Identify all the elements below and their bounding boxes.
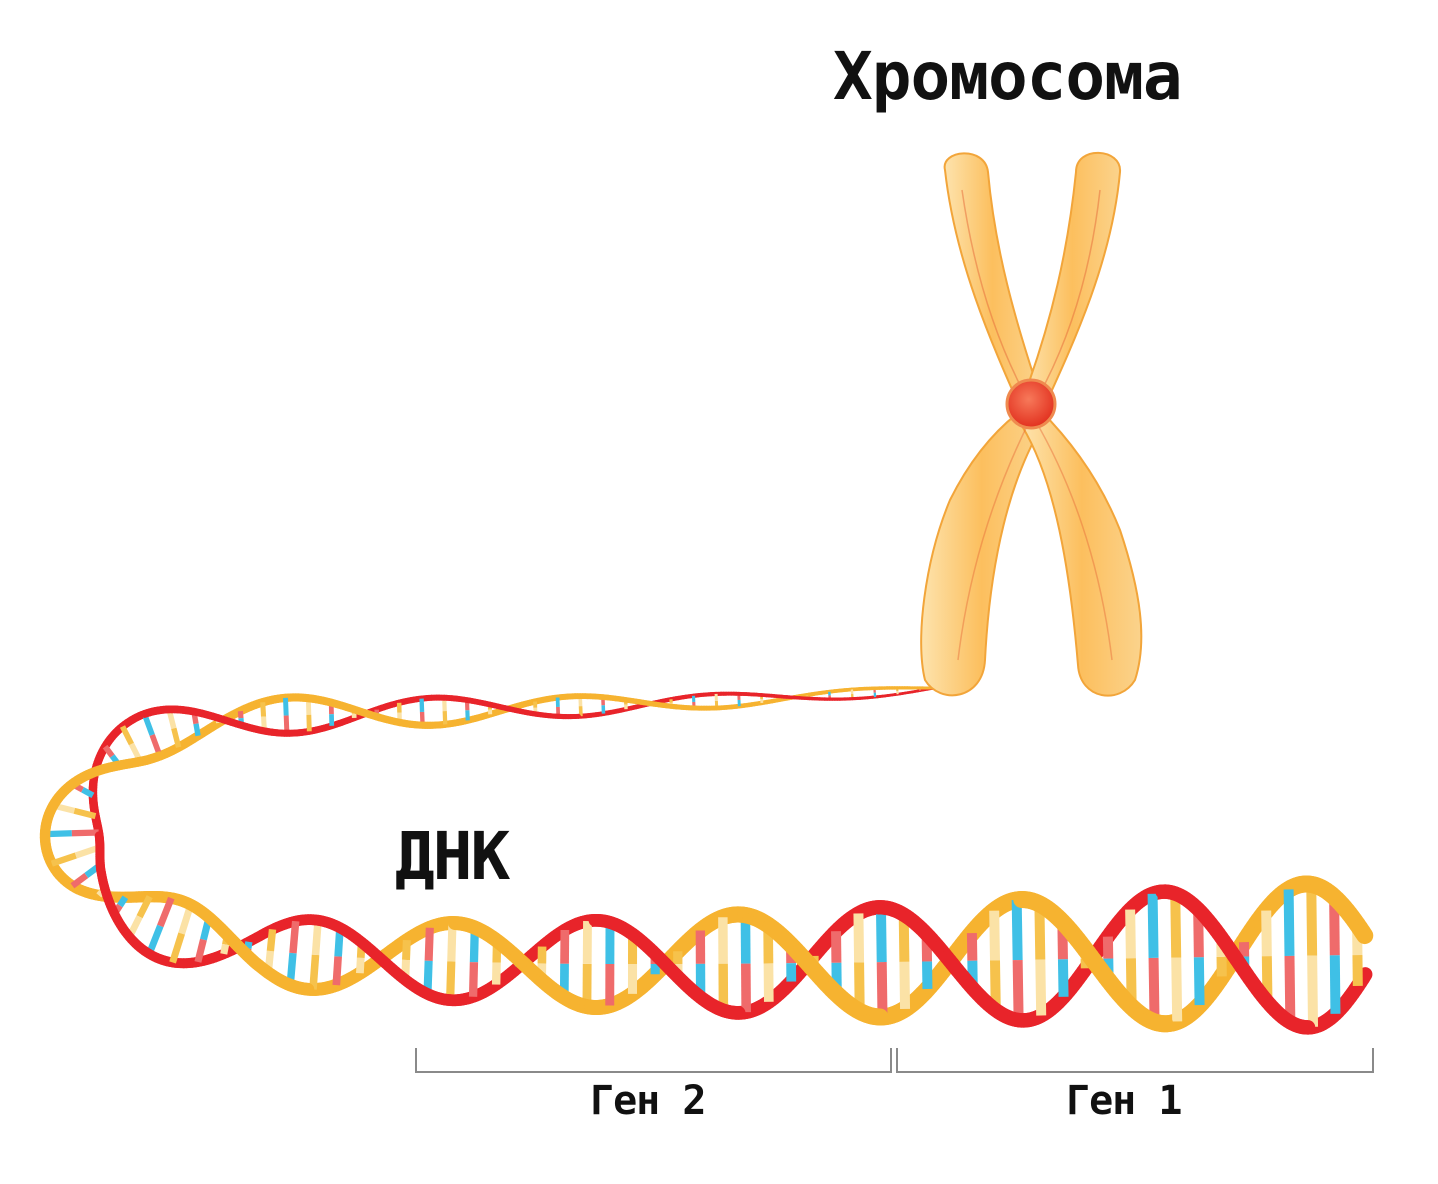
chromosome-arm-upper-right [1024, 153, 1120, 412]
base-pair-rung [994, 911, 995, 961]
base-pair-rung [422, 699, 423, 712]
chromosome-icon [921, 153, 1141, 696]
base-pair-rung [1018, 960, 1019, 1020]
dna-strand-segment [144, 713, 147, 714]
chromosome-arm-lower-left [921, 410, 1042, 695]
base-pair-rung [904, 962, 905, 1009]
base-pair-rung [1311, 884, 1312, 955]
base-pair-rung [196, 724, 198, 736]
base-pair-rung [858, 913, 859, 962]
gene-2-label: Ген 2 [590, 1078, 705, 1124]
base-pair-rung [1289, 956, 1290, 1022]
base-pair-rung [240, 711, 241, 718]
base-pair-rung [1199, 957, 1200, 1005]
base-pair-rung [336, 956, 338, 985]
base-pair-rung [881, 907, 882, 962]
dna-strand-segment [1362, 932, 1365, 936]
base-pair-rung [473, 962, 474, 997]
base-pair-rung [123, 727, 132, 744]
base-pair-rung [1017, 900, 1018, 960]
base-pair-rung [173, 934, 182, 963]
base-pair-rung [1154, 958, 1155, 1022]
base-pair-rung [72, 875, 86, 885]
centromere-icon [1007, 380, 1055, 428]
gene-1-bracket [897, 1048, 1373, 1072]
base-pair-rung [293, 921, 296, 953]
dna-base-pairs [45, 688, 1358, 1027]
dna-strand-segment [159, 959, 162, 960]
base-pair-rung [360, 958, 361, 973]
chromosome-arm-upper-left [945, 153, 1040, 412]
base-pair-rung [1176, 958, 1177, 1022]
chromosome-arm-lower-right [1022, 410, 1141, 696]
base-pair-rung [120, 897, 125, 905]
base-pair-rung [52, 855, 76, 863]
base-pair-rung [270, 929, 272, 951]
base-pair-rung [1130, 910, 1131, 959]
base-pair-rung [1335, 955, 1336, 1013]
base-pair-rung [1153, 894, 1154, 958]
gene-1-label: Ген 1 [1066, 1078, 1181, 1124]
base-pair-rung [313, 955, 316, 990]
base-pair-rung [1266, 911, 1267, 957]
base-pair-rung [263, 702, 264, 716]
base-pair-rung [445, 711, 446, 724]
base-pair-rung [429, 928, 430, 961]
chromosome-title: Хромосома [833, 38, 1182, 115]
base-pair-rung [105, 747, 112, 756]
dna-strand-segment [1363, 974, 1365, 978]
base-pair-rung [285, 698, 286, 716]
base-pair-rung [1175, 894, 1176, 958]
base-pair-rung [1312, 956, 1313, 1027]
base-pair-rung [224, 945, 226, 954]
base-pair-rung [1289, 889, 1290, 955]
base-pair-rung [72, 832, 99, 833]
gene-2-bracket [416, 1048, 891, 1072]
dna-title: ДНК [395, 818, 508, 895]
base-pair-rung [248, 942, 249, 949]
base-pair-rung [406, 940, 407, 960]
base-pair-rung [1040, 960, 1041, 1016]
base-pair-rung [1063, 959, 1064, 997]
